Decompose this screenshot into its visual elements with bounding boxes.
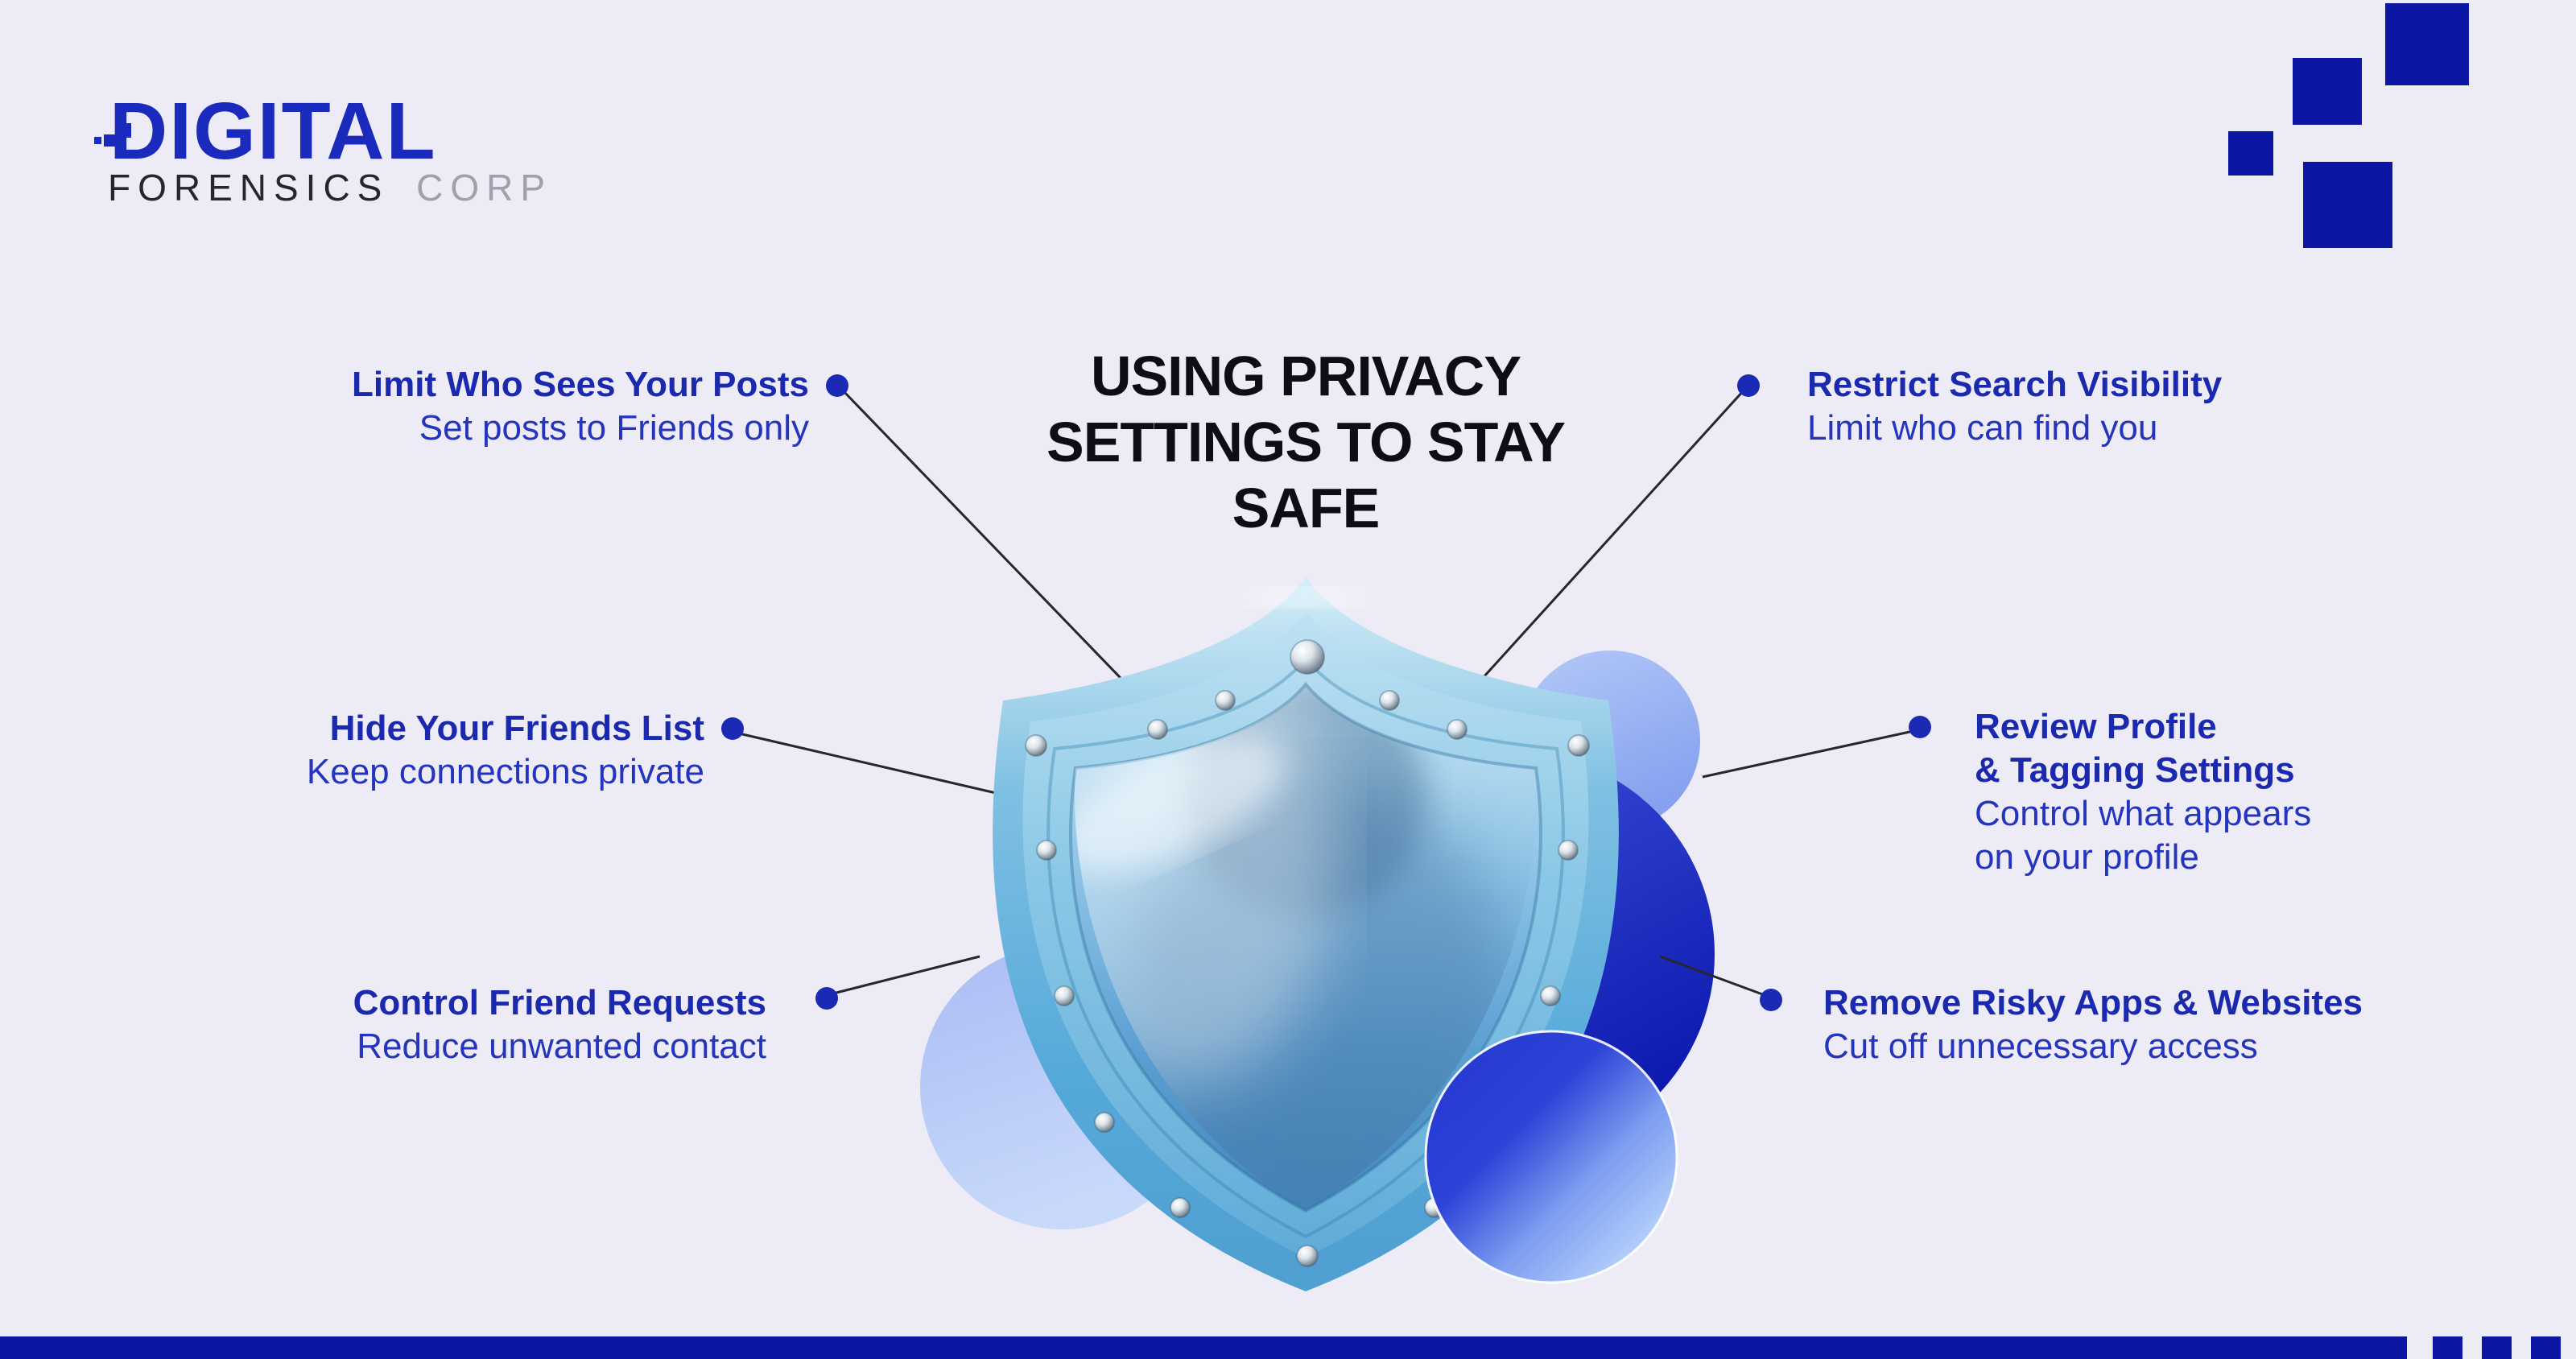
title-line: USING PRIVACY	[1090, 345, 1521, 407]
callout-friend-requests: Control Friend Requests Reduce unwanted …	[353, 981, 766, 1068]
callout-search-visibility: Restrict Search Visibility Limit who can…	[1807, 363, 2222, 450]
connector-lines	[738, 389, 1914, 997]
brand-logo: DIGITAL FORENSICS CORP	[94, 86, 552, 209]
callout-subtitle: Keep connections private	[306, 752, 704, 791]
callout-title: Restrict Search Visibility	[1807, 365, 2223, 404]
callout-hide-friends: Hide Your Friends List Keep connections …	[307, 707, 704, 794]
title-line: SAFE	[1232, 477, 1381, 539]
callout-subtitle: Limit who can find you	[1807, 408, 2158, 448]
svg-text:FORENSICS CORP: FORENSICS CORP	[108, 167, 552, 209]
footer-dash	[2482, 1336, 2512, 1359]
callout-subtitle: Control what appears on your profile	[1975, 794, 2312, 877]
callout-title: Control Friend Requests	[353, 983, 766, 1022]
brand-wordmark: DIGITAL	[109, 86, 437, 176]
callout-title: Hide Your Friends List	[329, 708, 704, 748]
footer-dash	[2531, 1336, 2561, 1359]
brand-line2: FORENSICS	[108, 167, 389, 209]
page-title: USING PRIVACY SETTINGS TO STAY SAFE	[943, 343, 1668, 541]
callout-tagging-settings: Review Profile & Tagging Settings Contro…	[1975, 705, 2311, 879]
footer-dash	[2433, 1336, 2462, 1359]
pixel-d-icon	[94, 123, 131, 147]
decor-gradient-circle	[1424, 1030, 1678, 1284]
callout-title: Review Profile & Tagging Settings	[1975, 707, 2295, 790]
decor-square	[2385, 3, 2469, 85]
callout-subtitle: Reduce unwanted contact	[357, 1026, 766, 1066]
brand-line2-suffix: CORP	[416, 167, 552, 209]
decor-square	[2303, 162, 2392, 248]
callout-limit-posts: Limit Who Sees Your Posts Set posts to F…	[352, 363, 809, 450]
callout-risky-apps: Remove Risky Apps & Websites Cut off unn…	[1823, 981, 2363, 1068]
callout-title: Limit Who Sees Your Posts	[351, 365, 809, 404]
title-line: SETTINGS TO STAY	[1046, 411, 1566, 473]
decor-square	[2293, 58, 2362, 125]
callout-subtitle: Set posts to Friends only	[419, 408, 809, 448]
callout-title: Remove Risky Apps & Websites	[1823, 983, 2363, 1022]
callout-subtitle: Cut off unnecessary access	[1823, 1026, 2258, 1066]
decor-square	[2228, 131, 2273, 176]
callout-dots	[721, 374, 1931, 1011]
footer-bar	[0, 1336, 2407, 1359]
